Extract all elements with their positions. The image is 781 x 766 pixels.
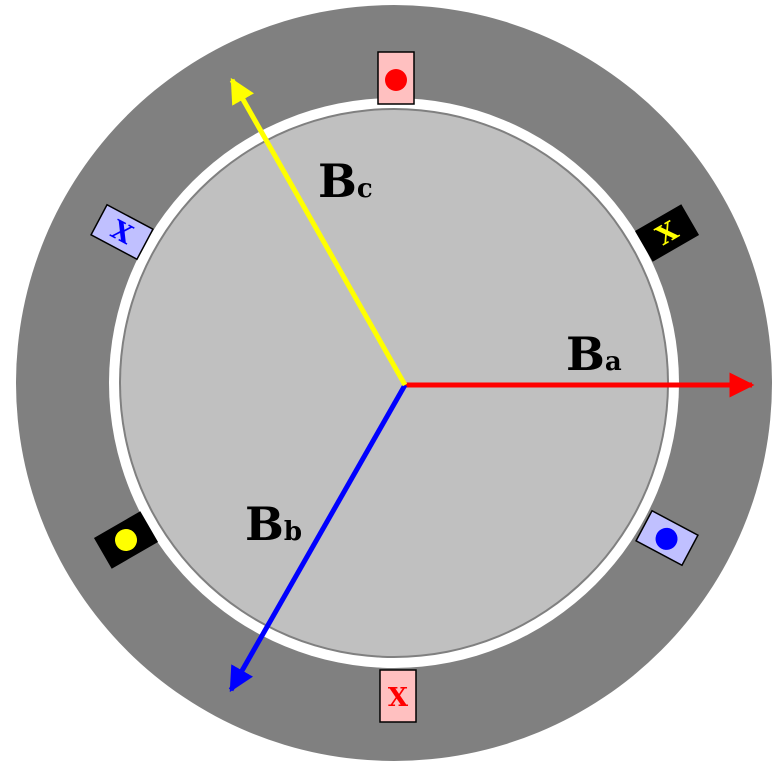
label-bb-sub: b [284,517,302,547]
slot-b-cross-box [90,203,154,261]
cross-mark: X [388,683,409,713]
label-bb-main: B [245,497,284,551]
slot-a-dot [377,51,415,105]
dot-icon [655,527,678,550]
label-ba-sub: a [605,347,622,377]
label-ba: Ba [566,327,622,381]
dot-icon [385,69,407,91]
label-bc-main: B [318,154,357,208]
vector-bb-arrow [228,383,408,693]
label-bc-sub: c [357,174,373,204]
slot-a-cross-box [379,669,417,723]
label-bc: Bc [318,154,373,208]
slot-b-dot [635,509,699,567]
dot-icon [115,529,137,551]
label-ba-main: B [566,327,605,381]
slot-c-cross-box [634,204,700,262]
slot-c-cross: X [634,204,700,262]
label-bb: Bb [245,497,302,551]
slot-c-dot [93,511,159,569]
vector-bc-arrow [229,77,408,387]
rotor [121,110,667,656]
slot-b-cross: X [90,203,154,261]
slot-a-cross: X [379,669,417,723]
